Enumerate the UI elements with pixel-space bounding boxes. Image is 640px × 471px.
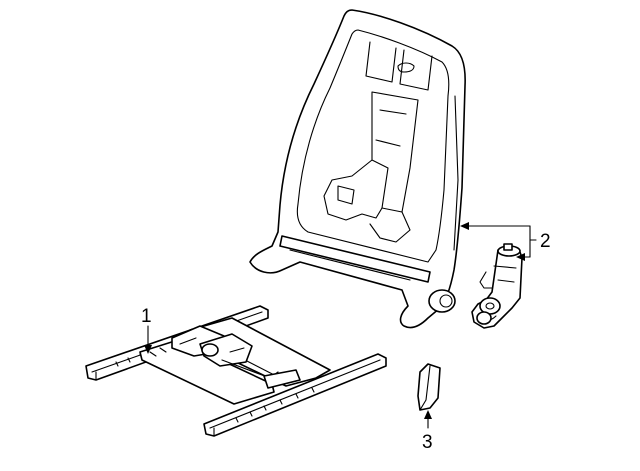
- side-cover: [417, 363, 441, 411]
- callout-2-arrowhead-frame: [460, 222, 469, 230]
- callout-2-arrowhead-motor: [516, 253, 525, 261]
- seat-back-frame: [249, 9, 466, 329]
- seat-track-assembly: [85, 305, 387, 437]
- callout-1-label: 1: [141, 306, 152, 327]
- callout-3-label: 3: [422, 432, 433, 453]
- callout-2: 2: [460, 222, 551, 261]
- callout-1-arrowhead: [144, 345, 152, 354]
- recliner-motor: [471, 243, 523, 329]
- callout-1: 1: [141, 306, 152, 354]
- callout-3: 3: [422, 410, 433, 453]
- callout-2-label: 2: [540, 231, 551, 252]
- callout-3-arrowhead: [424, 410, 432, 419]
